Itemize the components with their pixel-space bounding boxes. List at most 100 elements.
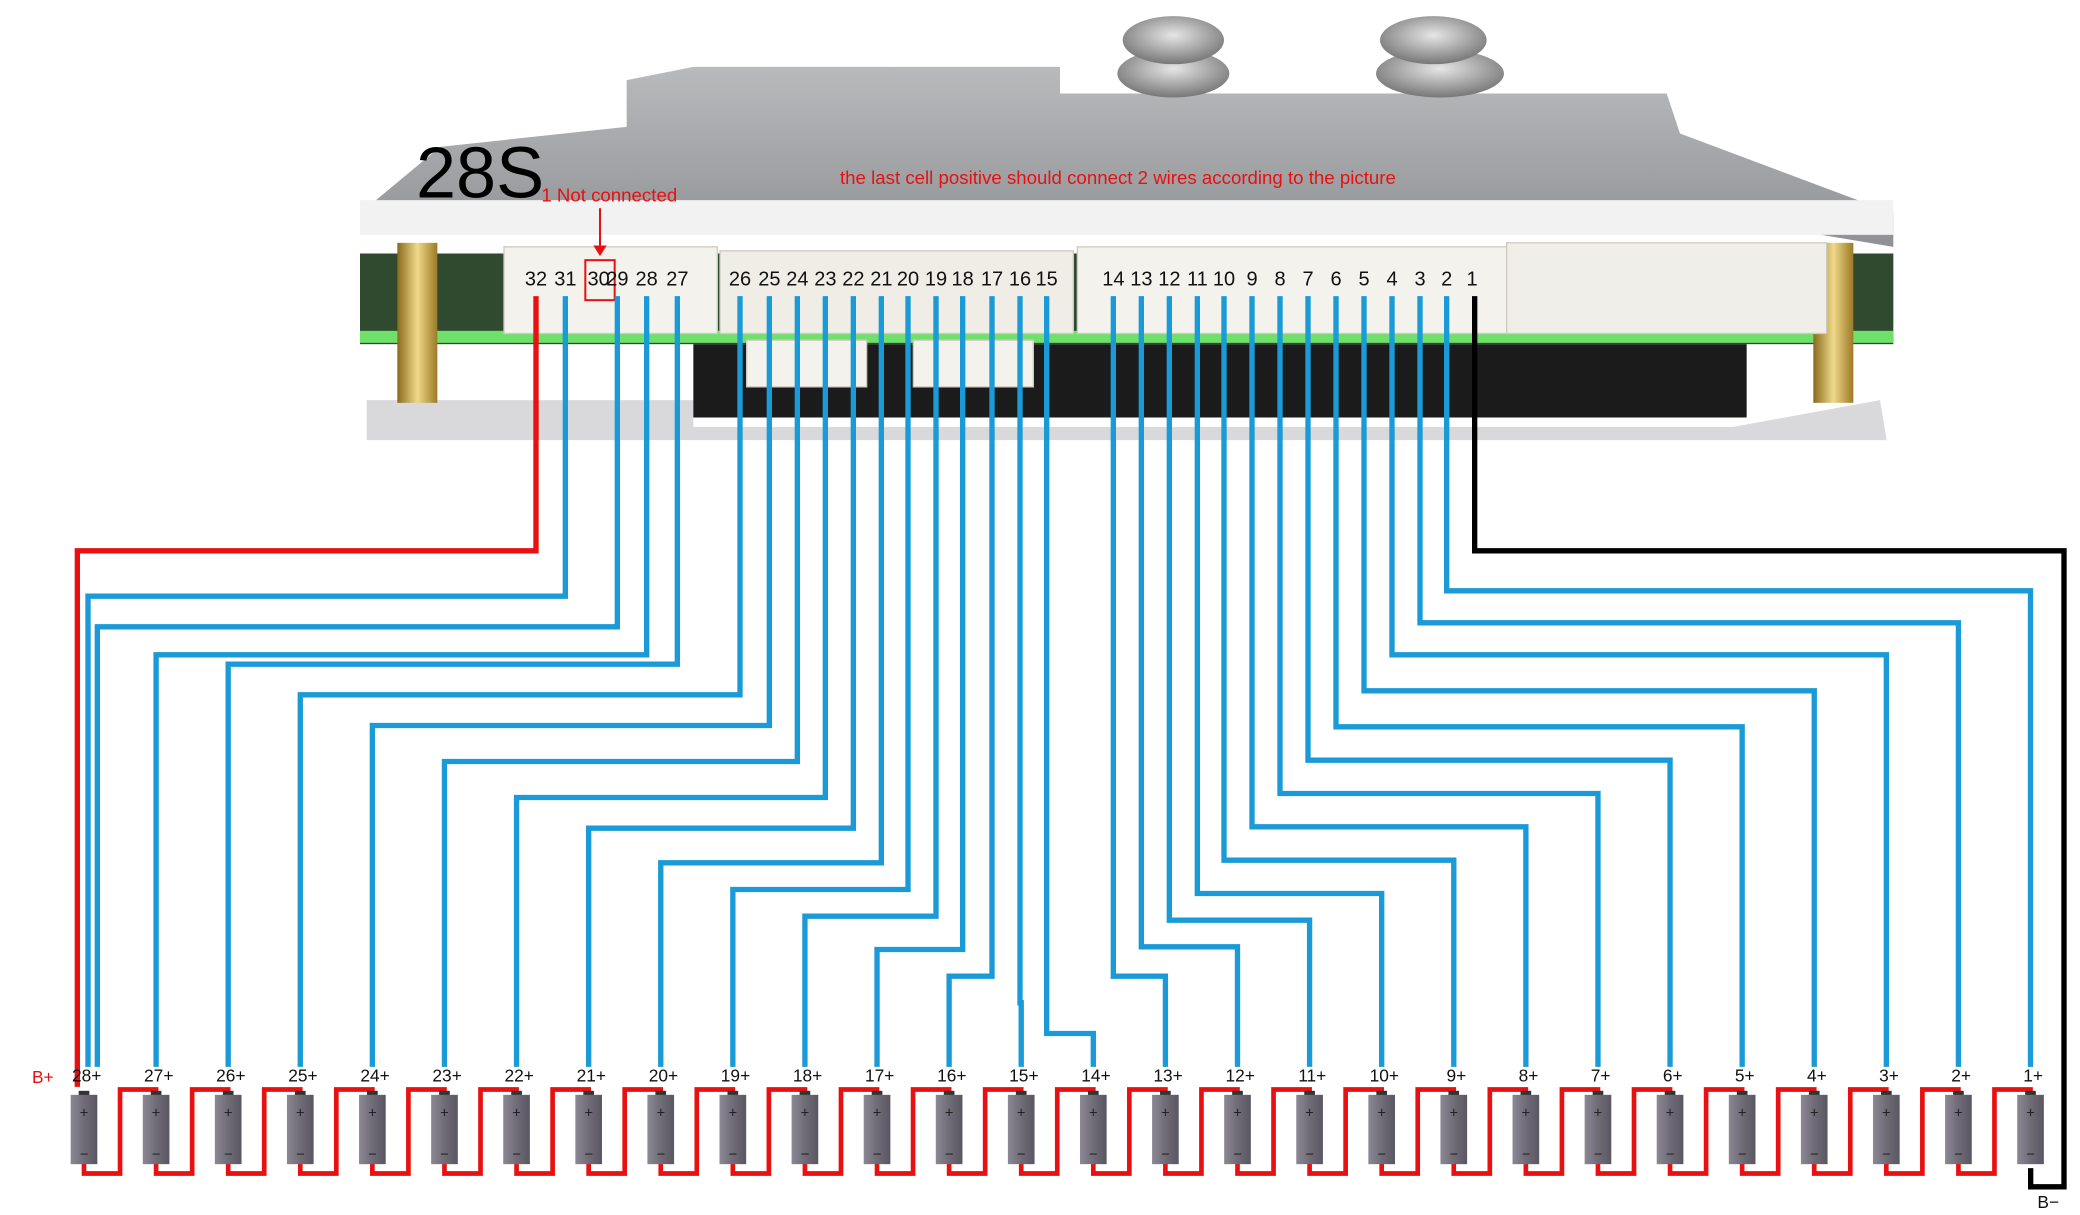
cell-label: 21+ [577, 1066, 606, 1086]
battery-cell: 10++− [1368, 1066, 1399, 1165]
battery-cell: 3++− [1873, 1066, 1900, 1165]
cell-terminal [1520, 1090, 1532, 1097]
plus-icon: + [440, 1106, 449, 1122]
pin-label: 1 [1466, 269, 1477, 291]
cell-terminal [871, 1090, 883, 1097]
minus-icon: − [440, 1147, 449, 1163]
pin-label: 20 [897, 269, 919, 291]
pin-label: 15 [1036, 269, 1058, 291]
minus-icon: − [2026, 1147, 2035, 1163]
series-link-wire [1811, 1087, 1889, 1176]
not-connected-box [584, 259, 616, 302]
cell-terminal [583, 1090, 594, 1097]
series-link-wire [1235, 1087, 1312, 1176]
series-link-wire [1451, 1087, 1529, 1176]
sub-connector-a [746, 339, 868, 388]
plus-icon: + [368, 1106, 377, 1122]
pin-label: 5 [1358, 269, 1369, 291]
cell-label: 22+ [505, 1066, 534, 1086]
plus-icon: + [80, 1106, 89, 1122]
cell-body [863, 1094, 891, 1165]
wire-pin-8 [1277, 296, 1601, 1067]
cell-label: 1+ [2023, 1066, 2043, 1086]
wire-pin-21 [658, 296, 884, 1067]
cell-terminal [1232, 1090, 1243, 1097]
connector-housing-right [1076, 246, 1508, 335]
cell-body [1512, 1094, 1540, 1165]
minus-icon: − [1089, 1147, 1098, 1163]
series-link-wire [514, 1087, 591, 1176]
title-28s: 28S [416, 134, 544, 214]
plus-icon: + [2026, 1106, 2035, 1122]
wire-pin-6 [1333, 296, 1745, 1067]
cell-body [1800, 1094, 1828, 1165]
battery-cell: 4++− [1800, 1066, 1828, 1165]
cell-label: 26+ [216, 1066, 245, 1086]
plus-icon: + [1377, 1106, 1386, 1122]
minus-icon: − [512, 1147, 521, 1163]
cell-body [214, 1094, 242, 1165]
wire-pin-7 [1305, 296, 1673, 1067]
series-link-wire [1018, 1087, 1096, 1176]
cell-body [1728, 1094, 1756, 1165]
cell-terminal [1808, 1090, 1820, 1097]
cell-terminal [294, 1090, 306, 1097]
pin-label: 31 [554, 269, 576, 291]
series-link-wire [658, 1087, 736, 1176]
pin-label: 11 [1187, 269, 1208, 291]
minus-icon: − [729, 1147, 738, 1163]
connector-housing-left [503, 246, 718, 335]
plus-icon: + [1233, 1106, 1242, 1122]
cell-body [719, 1094, 747, 1165]
battery-cell: 1+ + − [2017, 1066, 2044, 1165]
battery-cell: 25++− [286, 1066, 318, 1165]
wire-pin-23 [513, 296, 828, 1067]
wire-pin-15 [1044, 296, 1096, 1067]
standoff-left [397, 242, 438, 403]
cell-label: 7+ [1591, 1066, 1611, 1086]
cell-label: 6+ [1663, 1066, 1683, 1086]
minus-icon: − [1738, 1147, 1747, 1163]
cell-body [1873, 1094, 1900, 1165]
battery-cell: 6++− [1656, 1066, 1684, 1165]
terminal-bolt-left [1117, 16, 1230, 98]
minus-icon: − [1305, 1147, 1314, 1163]
wire-pin-20 [730, 296, 911, 1067]
cell-terminal [1664, 1090, 1676, 1097]
cell-body [575, 1094, 602, 1165]
minus-icon: − [296, 1147, 305, 1163]
pin-label: 16 [1009, 269, 1031, 291]
minus-icon: − [584, 1147, 593, 1163]
wire-pin-24 [441, 296, 800, 1067]
battery-cell: 23+ + − [431, 1066, 462, 1165]
minus-icon: − [945, 1147, 954, 1163]
series-link-wire [1884, 1087, 1961, 1176]
minus-icon: − [1449, 1147, 1458, 1163]
plus-icon: + [1522, 1106, 1531, 1122]
cell-body [1224, 1094, 1251, 1165]
minus-icon: − [801, 1147, 810, 1163]
series-link-wire [1523, 1087, 1601, 1176]
battery-cell: 13++− [1152, 1066, 1183, 1165]
wire-pin-25 [369, 296, 772, 1067]
minus-icon: − [1882, 1147, 1891, 1163]
plus-icon: + [656, 1106, 665, 1122]
wire-pin-13 [1138, 296, 1241, 1067]
cell-label: 23+ [432, 1066, 461, 1086]
plus-icon: + [1449, 1106, 1458, 1122]
cell-terminal [1087, 1090, 1099, 1097]
pin-label: 26 [729, 269, 751, 291]
bms-board [360, 16, 1894, 441]
series-link-wire [1379, 1087, 1457, 1176]
bplus-label: B+ [32, 1067, 54, 1087]
cell-label: 20+ [649, 1066, 678, 1086]
plus-icon: + [1954, 1106, 1963, 1122]
cell-terminal [727, 1090, 739, 1097]
battery-cell: 17++− [863, 1066, 894, 1165]
series-link-wire [153, 1087, 231, 1176]
minus-icon: − [1377, 1147, 1386, 1163]
cell-terminal [1448, 1090, 1460, 1097]
cell-terminal [439, 1090, 450, 1097]
cell-label: 28+ [72, 1066, 101, 1086]
cell-label: 2+ [1951, 1066, 1971, 1086]
